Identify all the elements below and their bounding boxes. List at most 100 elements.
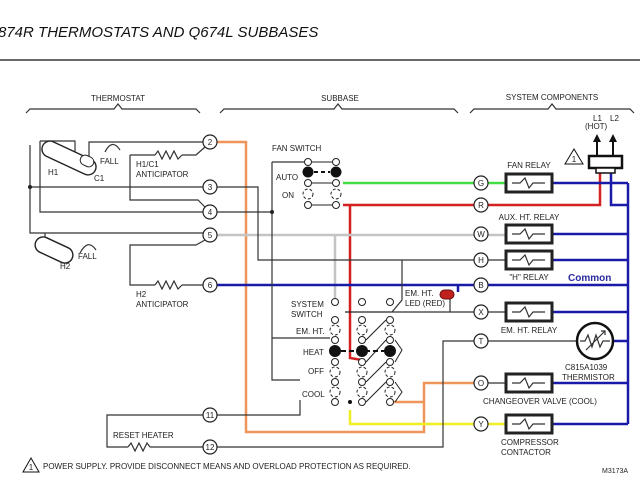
label-em-ht: EM. HT. <box>296 327 324 336</box>
label-changeover-valve: CHANGEOVER VALVE (COOL) <box>483 397 597 406</box>
power-plug-icon <box>587 134 624 174</box>
terminal-6: 6 <box>202 277 218 293</box>
label-c1: C1 <box>94 174 105 183</box>
fall-arrow-icon <box>104 143 121 153</box>
em-ht-relay <box>504 301 554 323</box>
label-fall: FALL <box>100 157 119 166</box>
thermistor-icon <box>575 321 615 361</box>
fan-switch: FAN SWITCH AUTO ON <box>272 144 342 209</box>
label-em-ht-relay: EM. HT. RELAY <box>501 326 558 335</box>
subbase-terminals: G R W H B X T O Y <box>473 175 489 432</box>
label-l1: L1 <box>593 114 602 123</box>
em-ht-led: EM. HT. LED (RED) <box>405 289 455 308</box>
svg-text:Y: Y <box>478 420 484 429</box>
h2-mercury-switch <box>34 236 74 264</box>
terminal-4: 4 <box>202 204 218 220</box>
footnote: 1 POWER SUPPLY. PROVIDE DISCONNECT MEANS… <box>22 456 411 473</box>
terminal-x: X <box>473 304 489 320</box>
label-contactor: CONTACTOR <box>501 448 551 457</box>
label-thermistor-model: C815A1039 <box>565 363 608 372</box>
label-auto: AUTO <box>276 173 298 182</box>
svg-text:5: 5 <box>208 231 213 240</box>
orange-wire <box>217 140 474 434</box>
label-fan-switch: FAN SWITCH <box>272 144 322 153</box>
relays <box>504 172 554 435</box>
heading-system-components: SYSTEM COMPONENTS <box>506 93 598 102</box>
reset-heater-resistor <box>127 441 151 453</box>
label-l2: L2 <box>610 114 619 123</box>
label-heat: HEAT <box>303 348 324 357</box>
h1-mercury-switch <box>41 140 97 176</box>
svg-text:11: 11 <box>206 411 215 420</box>
label-fall: FALL <box>78 252 97 261</box>
terminal-3: 3 <box>202 179 218 195</box>
fan-relay <box>504 172 554 194</box>
resistors <box>127 149 183 453</box>
label-led: EM. HT. <box>405 289 433 298</box>
svg-text:T: T <box>479 337 484 346</box>
svg-text:R: R <box>478 201 484 210</box>
drawing-code: M3173A <box>602 468 628 475</box>
label-thermistor: THERMISTOR <box>562 373 615 382</box>
svg-text:B: B <box>478 281 483 290</box>
system-switch: SYSTEM SWITCH EM. HT. HEAT OFF COOL <box>291 298 403 406</box>
h2-anticipator-resistor <box>154 279 183 291</box>
label-cool: COOL <box>302 390 325 399</box>
h1c1-anticipator-resistor <box>154 149 183 161</box>
diagram-title: 874R THERMOSTATS AND Q674L SUBBASES <box>0 24 318 41</box>
blue-common-wire <box>217 172 630 426</box>
label-compressor: COMPRESSOR <box>501 438 559 447</box>
svg-text:1: 1 <box>29 463 34 472</box>
terminal-12: 12 <box>202 439 218 455</box>
changeover-valve <box>504 372 554 394</box>
gray-wire <box>217 233 505 298</box>
label-led-red: LED (RED) <box>405 299 445 308</box>
label-fan-relay: FAN RELAY <box>507 161 551 170</box>
junction-dot <box>28 185 32 189</box>
svg-text:1: 1 <box>572 155 577 164</box>
label-switch: SWITCH <box>291 310 323 319</box>
label-anticipator: ANTICIPATOR <box>136 170 189 179</box>
terminal-2: 2 <box>202 134 218 150</box>
fan-auto-contact <box>302 166 314 178</box>
terminal-r: R <box>473 197 489 213</box>
junction-dot <box>270 210 274 214</box>
compressor-contactor <box>504 413 554 435</box>
terminal-w: W <box>473 226 489 242</box>
thermostat-terminals: 2 3 4 5 6 11 12 <box>202 134 218 455</box>
aux-ht-relay <box>504 223 554 245</box>
fan-auto-contact <box>330 166 342 178</box>
svg-text:3: 3 <box>208 183 213 192</box>
terminal-o: O <box>473 375 489 391</box>
h-relay <box>504 249 554 271</box>
label-on: ON <box>282 191 294 200</box>
terminal-11: 11 <box>202 407 218 423</box>
heading-thermostat: THERMOSTAT <box>91 94 145 103</box>
label-aux-ht-relay: AUX. HT. RELAY <box>499 213 560 222</box>
label-common: Common <box>568 273 611 284</box>
svg-text:X: X <box>478 308 484 317</box>
warning-triangle-icon <box>22 456 40 473</box>
brace-thermostat <box>25 103 201 114</box>
yellow-wire <box>348 410 505 426</box>
label-hot: (HOT) <box>585 122 608 131</box>
terminal-b: B <box>473 277 489 293</box>
terminal-5: 5 <box>202 227 218 243</box>
label-anticipator: ANTICIPATOR <box>136 300 189 309</box>
terminal-t: T <box>473 333 489 349</box>
svg-text:O: O <box>478 379 484 388</box>
footnote-text: POWER SUPPLY. PROVIDE DISCONNECT MEANS A… <box>43 462 411 471</box>
svg-text:G: G <box>478 179 484 188</box>
terminal-g: G <box>473 175 489 191</box>
terminal-h: H <box>473 252 489 268</box>
label-h1: H1 <box>48 168 59 177</box>
led-red-icon <box>439 289 455 300</box>
label-h-relay: "H" RELAY <box>509 273 549 282</box>
svg-text:4: 4 <box>208 208 213 217</box>
svg-text:H: H <box>478 256 484 265</box>
svg-text:2: 2 <box>208 138 213 147</box>
label-h2: H2 <box>60 262 71 271</box>
terminal-y: Y <box>473 416 489 432</box>
svg-text:6: 6 <box>208 281 213 290</box>
